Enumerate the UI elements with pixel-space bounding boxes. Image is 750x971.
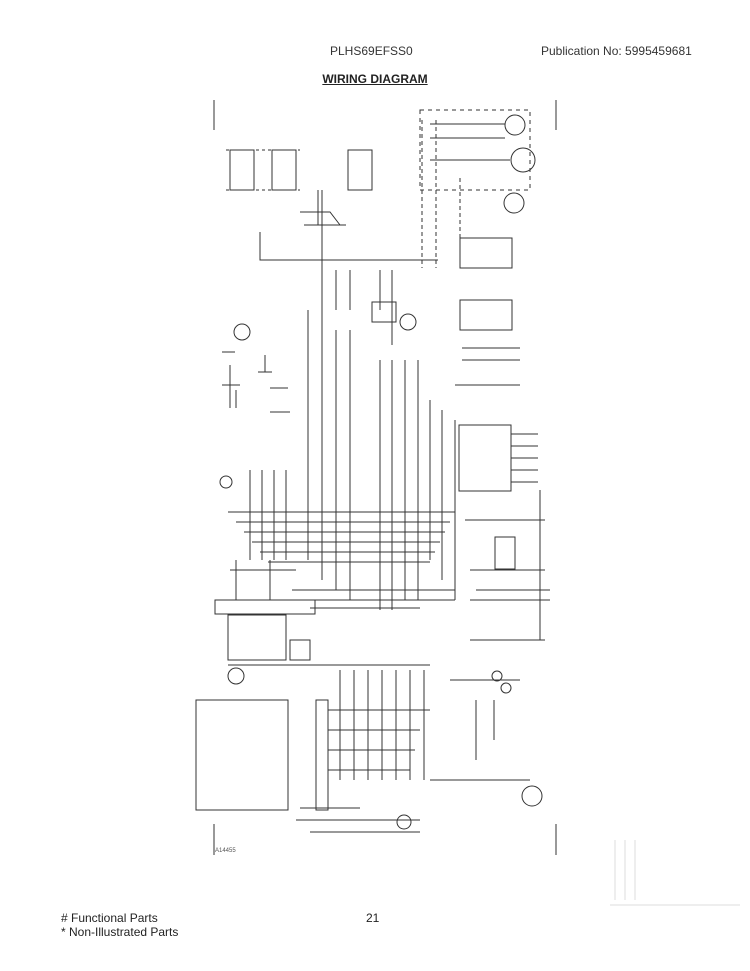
top-right-dashed-box <box>419 109 531 191</box>
thermistor-circle <box>233 323 251 341</box>
control-board <box>195 699 289 811</box>
legend-functional-parts: # Functional Parts <box>61 911 158 925</box>
defrost-heater-circle <box>396 814 412 830</box>
connector-circle-left <box>219 475 233 489</box>
motor-circle-1 <box>504 114 526 136</box>
component-box-2 <box>271 149 297 191</box>
page-title: WIRING DIAGRAM <box>322 72 428 86</box>
sensor-circle-mid <box>399 313 417 331</box>
page-number: 21 <box>366 911 380 925</box>
right-module-lower <box>494 536 516 570</box>
publication-number: Publication No: 5995459681 <box>541 44 692 58</box>
motor-circle-bottom <box>521 785 543 807</box>
sensor-circle-right-1 <box>491 670 503 682</box>
connector-box-small <box>289 639 311 661</box>
relay-box <box>459 237 513 269</box>
switch-box-top <box>371 301 397 323</box>
motor-circle-2 <box>510 147 536 173</box>
main-connector-block <box>458 424 512 492</box>
component-box-1 <box>229 149 255 191</box>
model-number: PLHS69EFSS0 <box>330 44 413 58</box>
legend-non-illustrated-parts: * Non-Illustrated Parts <box>61 925 179 939</box>
control-board-connectors <box>315 699 329 811</box>
fan-circle <box>503 192 525 214</box>
connector-strip-1 <box>214 599 316 615</box>
diagram-corner-label: A14455 <box>215 848 236 854</box>
light-bulb-circle <box>227 667 245 685</box>
right-module-top <box>459 299 513 331</box>
connector-strip-2 <box>227 614 287 661</box>
sensor-circle-right-2 <box>500 682 512 694</box>
component-box-3 <box>347 149 373 191</box>
